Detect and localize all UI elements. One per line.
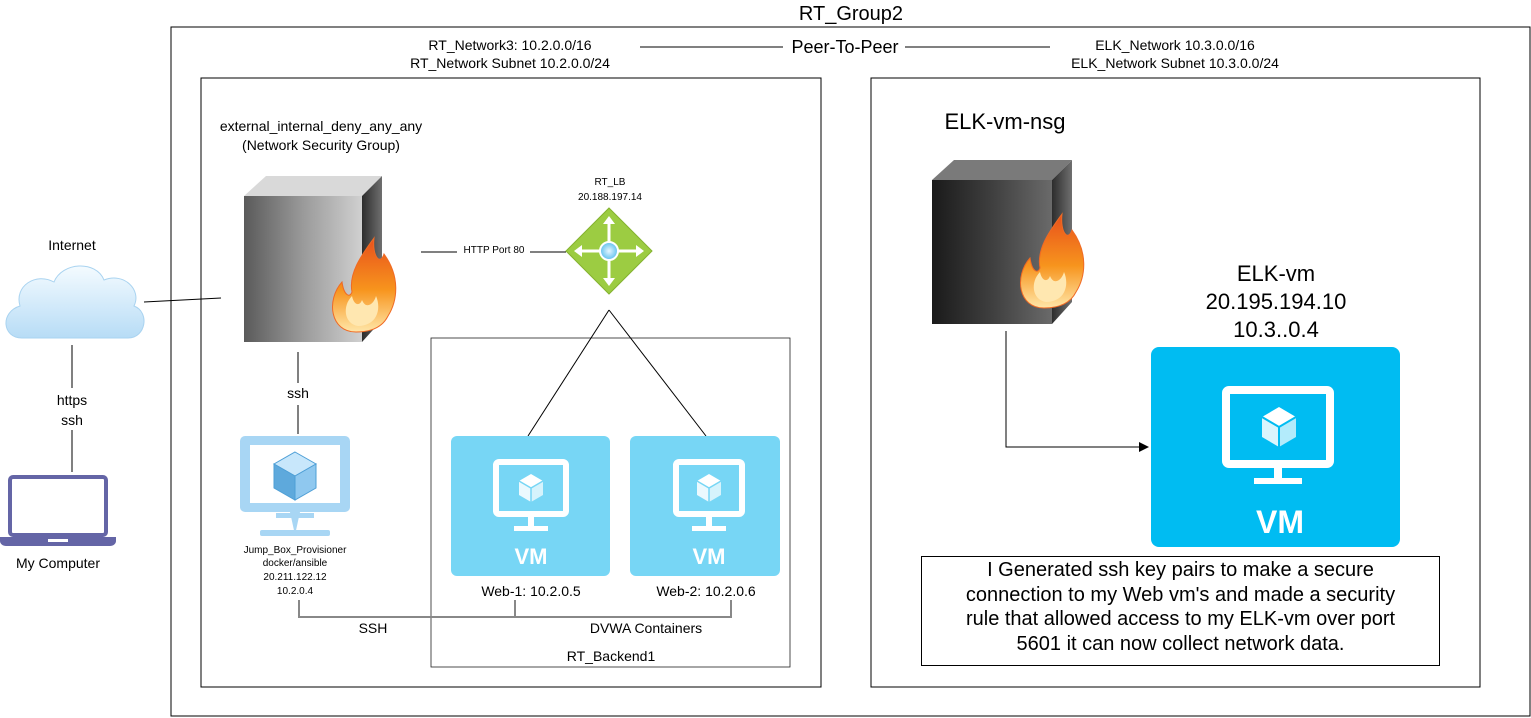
elk-nsg-label: ELK-vm-nsg: [944, 109, 1066, 134]
lb-to-web2-line: [608, 309, 707, 437]
jumpbox-name-label: Jump_Box_Provisioner: [243, 545, 347, 556]
web1-badge: VM: [514, 544, 548, 569]
ssh-link-label: SSH: [358, 620, 388, 636]
http-port-label: HTTP Port 80: [463, 245, 525, 256]
elk-vm-icon: [1151, 347, 1400, 547]
ssh-label-internet: ssh: [61, 412, 83, 428]
elk-vm-public-ip-label: 20.195.194.10: [1205, 289, 1347, 314]
elk-network-container: [870, 77, 1481, 688]
rt-subnet-label: RT_Network Subnet 10.2.0.0/24: [410, 55, 610, 71]
elk-vm-badge: VM: [1256, 504, 1304, 540]
lb-ip-label: 20.188.197.14: [578, 192, 642, 203]
web2-badge: VM: [692, 544, 726, 569]
note-line-1: I Generated ssh key pairs to make a secu…: [987, 559, 1374, 581]
web1-label: Web-1: 10.2.0.5: [481, 583, 581, 599]
laptop-icon: [0, 475, 116, 546]
elk-network-label: ELK_Network 10.3.0.0/16: [1095, 37, 1255, 53]
rt-backend-container: [430, 337, 791, 668]
jumpbox-private-ip-label: 10.2.0.4: [276, 586, 314, 597]
peer-to-peer-label: Peer-To-Peer: [791, 37, 899, 57]
lb-to-web1-line: [527, 309, 610, 437]
firewall-icon: [244, 176, 397, 342]
web1-vm-icon: [451, 436, 610, 576]
cloud-icon: [5, 265, 145, 339]
https-label: https: [56, 392, 88, 408]
rt-network-label: RT_Network3: 10.2.0.0/16: [428, 37, 592, 53]
note-line-3: rule that allowed access to my ELK-vm ov…: [965, 608, 1396, 630]
my-computer-label: My Computer: [15, 555, 101, 571]
nsg-type-label: (Network Security Group): [242, 137, 400, 153]
internet-label: Internet: [48, 237, 96, 253]
elk-firewall-icon: [932, 160, 1085, 324]
nsg-ssh-label: ssh: [287, 385, 309, 401]
rt-group-container: [170, 26, 1531, 717]
web2-label: Web-2: 10.2.0.6: [656, 583, 756, 599]
elk-vm-private-ip-label: 10.3..0.4: [1233, 317, 1319, 342]
rt-network-container: [200, 77, 822, 688]
web2-vm-icon: [630, 436, 780, 576]
note-line-4: 5601 it can now collect network data.: [1016, 632, 1345, 655]
explanation-note: I Generated ssh key pairs to make a secu…: [921, 556, 1440, 666]
jumpbox-public-ip-label: 20.211.122.12: [263, 572, 327, 583]
jumpbox-vm-icon: [240, 436, 350, 536]
group-title: RT_Group2: [798, 3, 904, 25]
jumpbox-role-label: docker/ansible: [262, 558, 328, 569]
elk-vm-name-label: ELK-vm: [1236, 261, 1316, 286]
dvwa-containers-label: DVWA Containers: [589, 620, 703, 636]
nsg-name-label: external_internal_deny_any_any: [219, 118, 423, 134]
rt-backend-label: RT_Backend1: [566, 648, 656, 664]
elk-subnet-label: ELK_Network Subnet 10.3.0.0/24: [1071, 55, 1279, 71]
cloud-to-nsg-line: [143, 297, 222, 303]
load-balancer-icon: [565, 207, 653, 295]
note-line-2: connection to my Web vm's and made a sec…: [965, 583, 1396, 606]
lb-name-label: RT_LB: [594, 177, 626, 188]
elk-nsg-to-vm-arrow: [1005, 331, 1149, 452]
